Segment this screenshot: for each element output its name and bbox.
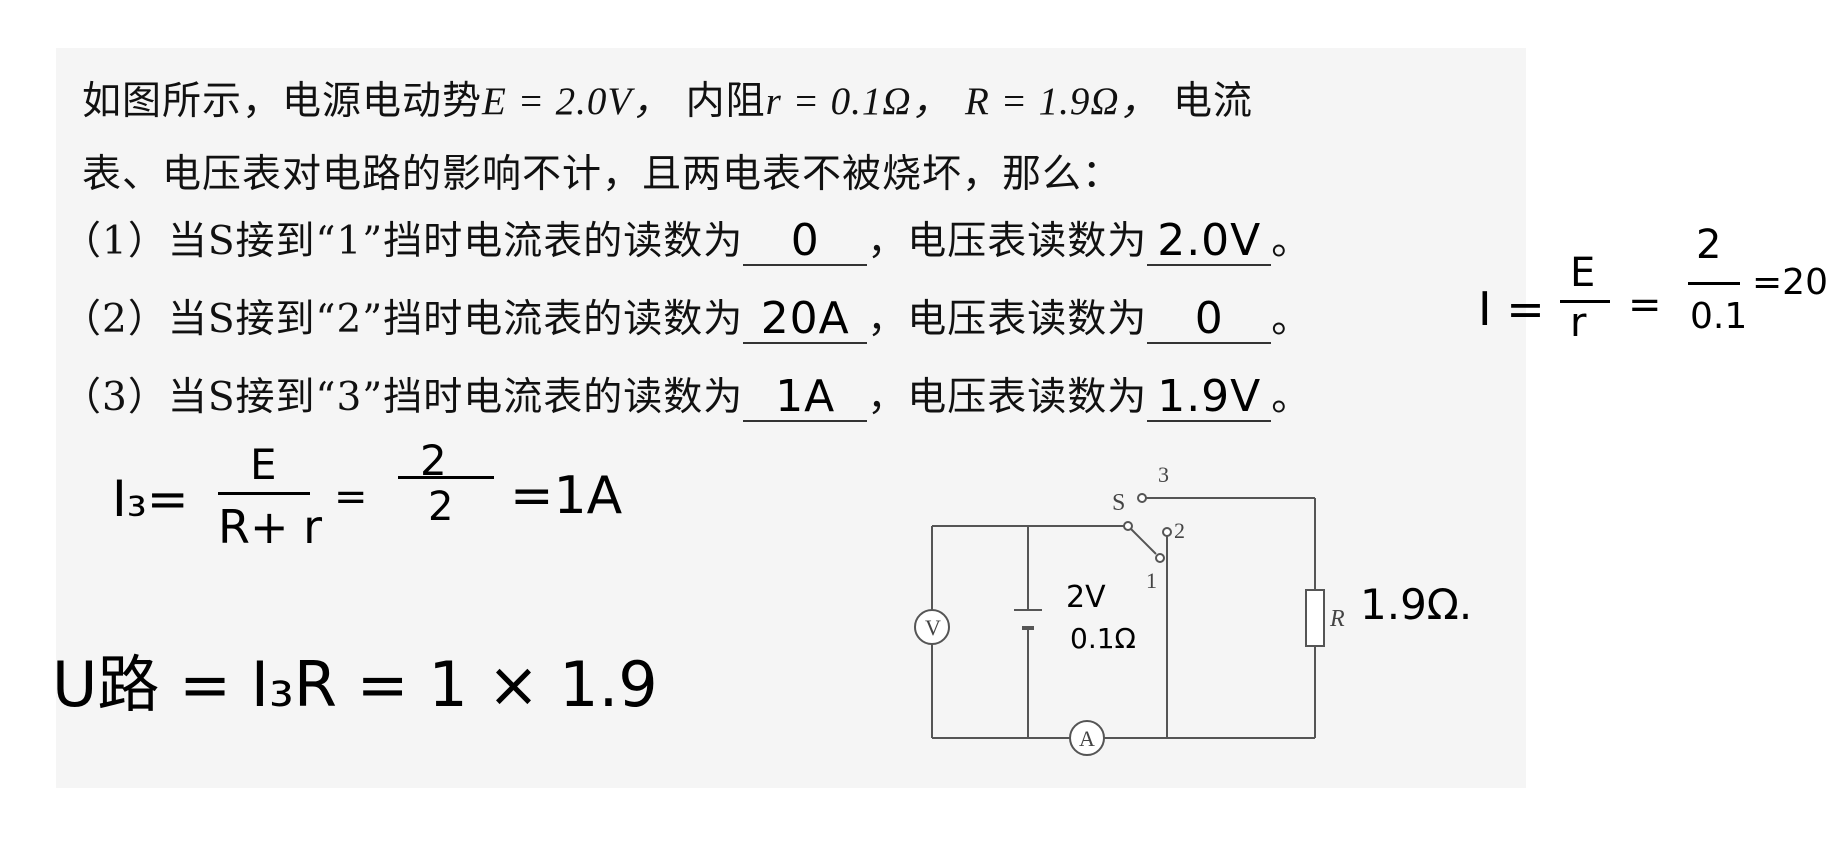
voltmeter-label: V xyxy=(925,615,941,640)
q2-voltage-blank: 0 xyxy=(1147,293,1272,344)
hw-i-fraction-bar xyxy=(1560,300,1610,303)
hw-i-result: =20 xyxy=(1752,262,1828,303)
intro-end: 电流 xyxy=(1173,79,1254,124)
q3-end: 。 xyxy=(1271,375,1312,420)
hw-resistor-value: 1.9Ω. xyxy=(1360,580,1473,629)
problem-sheet xyxy=(56,48,1526,788)
q2-current-answer: 20A xyxy=(760,293,850,344)
question-2: （2）当S接到“2”挡时电流表的读数为 20A ，电压表读数为 0 。 xyxy=(62,288,1311,344)
q3-voltage-answer: 1.9V xyxy=(1157,371,1262,422)
hw-i3-lhs: I₃= xyxy=(112,470,189,528)
internal-resistance-value: r = 0.1Ω， xyxy=(765,80,952,123)
pos1-label: 1 xyxy=(1146,568,1157,593)
hw-i3-bar-2 xyxy=(398,476,494,479)
switch-pivot xyxy=(1123,521,1133,531)
q2-mid: ，电压表读数为 xyxy=(867,297,1148,342)
hw-terminal-voltage-formula: U路 = I₃R = 1 × 1.9 xyxy=(52,648,658,721)
hw-i3-eq: = xyxy=(334,474,368,520)
ammeter-label: A xyxy=(1079,726,1095,751)
q1-end: 。 xyxy=(1271,219,1312,264)
q1-voltage-blank: 2.0V xyxy=(1147,215,1272,266)
q3-voltage-blank: 1.9V xyxy=(1147,371,1272,422)
switch-label: S xyxy=(1112,490,1125,516)
hw-i-num2: 2 xyxy=(1696,222,1722,268)
ammeter-circle xyxy=(1069,720,1105,756)
q1-label: （1）当S接到“1”挡时电流表的读数为 xyxy=(62,219,744,264)
circuit-diagram: S 3 2 1 V A R xyxy=(914,462,1345,756)
hw-i3-den: R+ r xyxy=(218,500,323,554)
hw-i-eq: = xyxy=(1628,282,1662,328)
q2-label: （2）当S接到“2”挡时电流表的读数为 xyxy=(62,297,744,342)
pos3-label: 3 xyxy=(1158,462,1169,487)
intro-text: 如图所示，电源电动势 xyxy=(82,79,483,124)
q3-current-blank: 1A xyxy=(743,371,868,422)
problem-line-1: 如图所示，电源电动势E = 2.0V， 内阻r = 0.1Ω， R = 1.9Ω… xyxy=(82,70,1253,126)
q2-voltage-answer: 0 xyxy=(1194,293,1224,344)
resistor-r xyxy=(1305,589,1325,647)
emf-value: E = 2.0V， xyxy=(482,80,673,123)
hw-battery-emf: 2V xyxy=(1066,580,1106,615)
q3-current-answer: 1A xyxy=(775,371,836,422)
contact-1 xyxy=(1155,553,1165,563)
external-resistance-value: R = 1.9Ω， xyxy=(965,80,1160,123)
q1-current-answer: 0 xyxy=(790,215,820,266)
q3-mid: ，电压表读数为 xyxy=(867,375,1148,420)
q2-end: 。 xyxy=(1271,297,1312,342)
intro-line-2: 表、电压表对电路的影响不计，且两电表不被烧坏，那么： xyxy=(82,152,1123,197)
q1-mid: ，电压表读数为 xyxy=(867,219,1148,264)
hw-i-fraction-bar-2 xyxy=(1688,282,1740,285)
hw-i-den2: 0.1 xyxy=(1690,296,1748,337)
resistor-label: R xyxy=(1329,606,1345,632)
r-prefix: 内阻 xyxy=(685,79,766,124)
q1-voltage-answer: 2.0V xyxy=(1157,215,1262,266)
hw-i-lhs: I = xyxy=(1478,282,1545,336)
pos2-label: 2 xyxy=(1174,518,1185,543)
q2-current-blank: 20A xyxy=(743,293,868,344)
switch-blade xyxy=(1127,525,1157,555)
q3-label: （3）当S接到“3”挡时电流表的读数为 xyxy=(62,375,744,420)
hw-battery-r: 0.1Ω xyxy=(1070,622,1136,655)
q1-current-blank: 0 xyxy=(743,215,868,266)
hw-i3-den2: 2 xyxy=(428,484,454,530)
hw-i3-result: =1A xyxy=(510,466,623,526)
hw-i-num: E xyxy=(1570,250,1596,296)
contact-2 xyxy=(1162,527,1172,537)
hw-i-den: r xyxy=(1570,300,1587,346)
hw-i3-num: E xyxy=(250,440,277,489)
voltmeter-circle xyxy=(914,609,950,645)
contact-3 xyxy=(1137,493,1147,503)
problem-line-2: 表、电压表对电路的影响不计，且两电表不被烧坏，那么： xyxy=(82,143,1122,199)
hw-i3-bar xyxy=(218,492,310,495)
